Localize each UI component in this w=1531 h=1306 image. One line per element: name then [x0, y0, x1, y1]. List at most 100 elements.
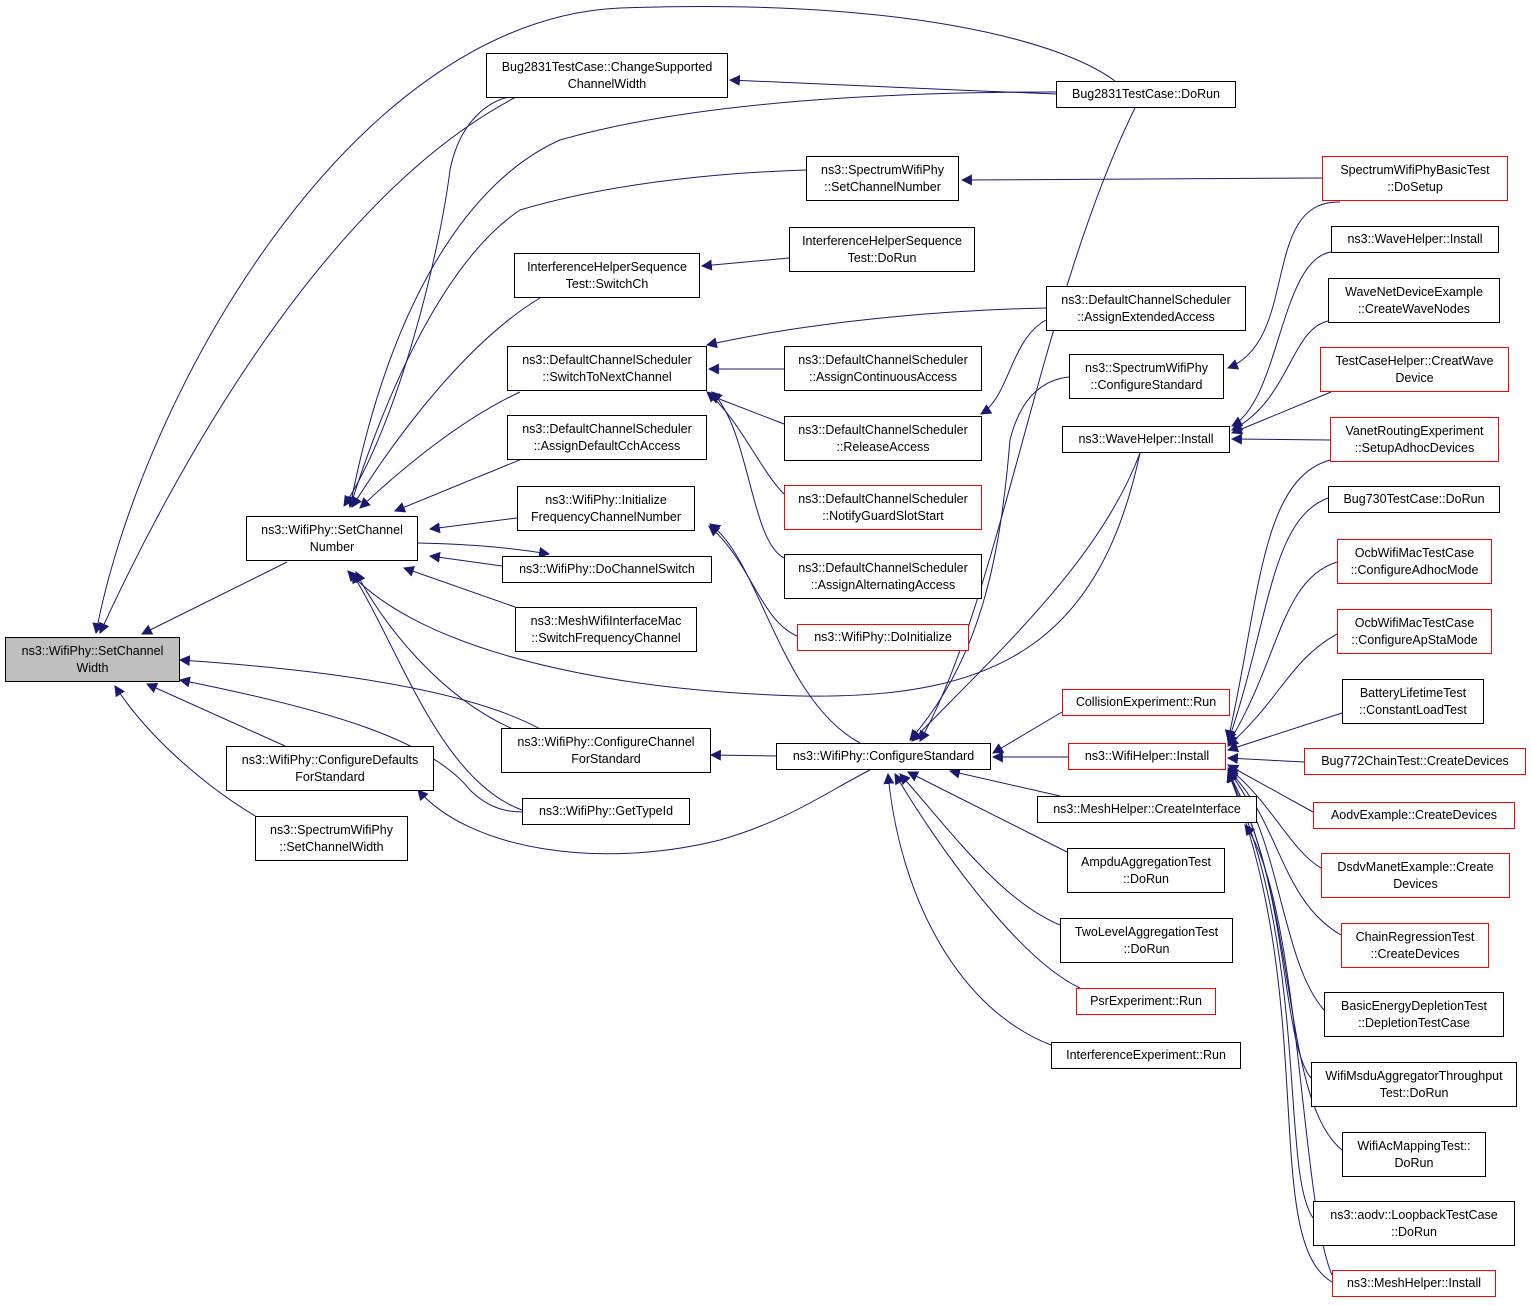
node-label-line: ns3::WifiPhy::GetTypeId — [538, 804, 674, 818]
node-label-line: ns3::DefaultChannelScheduler — [522, 352, 692, 367]
node-label-line: BasicEnergyDepletionTest — [1341, 998, 1487, 1013]
edge-ihswitch-to-setchnum — [351, 297, 541, 508]
edge-dochsw-to-setchnum — [428, 551, 503, 567]
node-bugdorun[interactable]: Bug2831TestCase::DoRun — [1056, 81, 1236, 108]
node-label-line: Bug772ChainTest::CreateDevices — [1321, 754, 1509, 768]
edge-wavenet-to-wavehelpinst — [1231, 320, 1329, 431]
edge-battery-to-wifihelpinst — [1226, 712, 1343, 753]
node-dcsext[interactable]: ns3::DefaultChannelScheduler::AssignExte… — [1046, 286, 1246, 331]
node-label-line: ns3::WifiPhy::SetChannel — [21, 643, 164, 658]
node-ocbapsta[interactable]: OcbWifiMacTestCase::ConfigureApStaMode — [1337, 609, 1492, 654]
node-label-line: ::SwitchToNextChannel — [542, 369, 672, 384]
node-acmap[interactable]: WifiAcMappingTest::DoRun — [1342, 1132, 1486, 1177]
node-label-line: VanetRoutingExperiment — [1345, 423, 1484, 438]
node-dcsnext[interactable]: ns3::DefaultChannelScheduler::SwitchToNe… — [507, 346, 707, 391]
node-collrun[interactable]: CollisionExperiment::Run — [1062, 689, 1230, 716]
edge-specsetcw-to-root — [114, 685, 263, 821]
edge-gettypeid-to-root — [178, 676, 523, 813]
node-battery[interactable]: BatteryLifetimeTest::ConstantLoadTest — [1342, 679, 1484, 724]
node-label-line: ns3::DefaultChannelScheduler — [798, 352, 968, 367]
node-wavenet[interactable]: WaveNetDeviceExample::CreateWaveNodes — [1328, 278, 1500, 323]
node-label-line: ::CreateDevices — [1370, 946, 1460, 961]
node-chainreg[interactable]: ChainRegressionTest::CreateDevices — [1341, 923, 1489, 968]
node-bug730[interactable]: Bug730TestCase::DoRun — [1328, 486, 1500, 513]
edge-psrrun-to-cfgstd — [894, 773, 1081, 989]
node-meshinst[interactable]: ns3::MeshHelper::Install — [1332, 1270, 1496, 1297]
node-ampdu[interactable]: AmpduAggregationTest::DoRun — [1067, 848, 1225, 893]
node-label-line: ::ConfigureApStaMode — [1351, 632, 1478, 647]
node-label-line: ns3::aodv::LoopbackTestCase — [1330, 1207, 1498, 1222]
node-gettypeid[interactable]: ns3::WifiPhy::GetTypeId — [522, 798, 690, 825]
node-dcsrel[interactable]: ns3::DefaultChannelScheduler::ReleaseAcc… — [784, 416, 982, 461]
node-label-line: ::ConstantLoadTest — [1359, 702, 1467, 717]
node-label-line: Devices — [1393, 876, 1438, 891]
node-vanet[interactable]: VanetRoutingExperiment::SetupAdhocDevice… — [1330, 417, 1499, 462]
edge-bugdorun-to-bugchange — [728, 74, 1057, 95]
node-aodvloop[interactable]: ns3::aodv::LoopbackTestCase::DoRun — [1313, 1201, 1515, 1246]
node-label-line: ::AssignDefaultCchAccess — [533, 438, 681, 453]
node-label-line: ::NotifyGuardSlotStart — [822, 508, 944, 523]
edge-aodvloop-to-wifihelpinst — [1227, 771, 1314, 1219]
node-wavehelpinst[interactable]: ns3::WaveHelper::Install — [1062, 426, 1230, 453]
node-interfrun[interactable]: InterferenceExperiment::Run — [1051, 1042, 1241, 1069]
node-label-line: OcbWifiMacTestCase — [1354, 545, 1475, 560]
node-dcsguard[interactable]: ns3::DefaultChannelScheduler::NotifyGuar… — [784, 485, 982, 530]
node-label-line: DoRun — [1394, 1155, 1434, 1170]
node-dcsalt[interactable]: ns3::DefaultChannelScheduler::AssignAlte… — [784, 554, 982, 599]
node-label-line: ::DoRun — [1123, 871, 1169, 886]
node-label-line: ns3::WifiPhy::ConfigureDefaults — [241, 752, 419, 767]
edge-cfgdefstd-to-root — [145, 683, 286, 747]
node-label-line: Bug2831TestCase::DoRun — [1071, 87, 1220, 101]
edge-bugdorun-to-cfgstd — [919, 107, 1136, 742]
node-psrrun[interactable]: PsrExperiment::Run — [1076, 988, 1216, 1015]
edge-bugdorun-to-root — [92, 6, 1116, 635]
node-specsetcw[interactable]: ns3::SpectrumWifiPhy::SetChannelWidth — [255, 816, 408, 861]
edge-meshsw-to-setchnum — [402, 566, 516, 608]
node-wavehelpinst2[interactable]: ns3::WaveHelper::Install — [1331, 226, 1499, 253]
node-twolevel[interactable]: TwoLevelAggregationTest::DoRun — [1060, 918, 1233, 963]
node-meshsw[interactable]: ns3::MeshWifiInterfaceMac::SwitchFrequen… — [515, 607, 697, 652]
node-label-line: ChainRegressionTest — [1355, 929, 1475, 944]
node-dcsdefcch[interactable]: ns3::DefaultChannelScheduler::AssignDefa… — [507, 415, 707, 460]
edge-specbasic-to-specsetcn — [960, 174, 1323, 186]
edge-specbasic-to-speccfgstd — [1226, 201, 1341, 370]
node-label-line: ns3::WifiPhy::DoChannelSwitch — [519, 562, 695, 576]
node-dochsw[interactable]: ns3::WifiPhy::DoChannelSwitch — [502, 556, 712, 583]
edge-bugchange-to-setchnum — [343, 96, 511, 507]
node-ocbadhoc[interactable]: OcbWifiMacTestCase::ConfigureAdhocMode — [1337, 539, 1492, 584]
node-aodvex[interactable]: AodvExample::CreateDevices — [1313, 802, 1515, 829]
node-basicenergy[interactable]: BasicEnergyDepletionTest::DepletionTestC… — [1324, 992, 1504, 1037]
node-cfgstd[interactable]: ns3::WifiPhy::ConfigureStandard — [776, 743, 991, 770]
edge-ocbadhoc-to-wifihelpinst — [1227, 561, 1338, 745]
edge-bugdorun-to-setchnum — [346, 91, 1057, 509]
node-label-line: ns3::SpectrumWifiPhy — [1085, 360, 1208, 375]
edge-bugchange-to-root — [99, 96, 517, 635]
node-label-line: ForStandard — [571, 751, 641, 766]
node-bug772[interactable]: Bug772ChainTest::CreateDevices — [1304, 748, 1526, 775]
node-wifihelpinst[interactable]: ns3::WifiHelper::Install — [1068, 743, 1226, 770]
node-dcscont[interactable]: ns3::DefaultChannelScheduler::AssignCont… — [784, 346, 982, 391]
node-doinit[interactable]: ns3::WifiPhy::DoInitialize — [797, 624, 969, 651]
node-speccfgstd[interactable]: ns3::SpectrumWifiPhy::ConfigureStandard — [1069, 354, 1224, 399]
node-label-line: ns3::WifiPhy::ConfigureStandard — [792, 749, 975, 763]
node-specsetcn[interactable]: ns3::SpectrumWifiPhy::SetChannelNumber — [806, 156, 959, 201]
node-label-line: TwoLevelAggregationTest — [1074, 924, 1219, 939]
edge-twolevel-to-cfgstd — [899, 773, 1061, 926]
node-specbasic[interactable]: SpectrumWifiPhyBasicTest::DoSetup — [1322, 156, 1508, 201]
edge-dcsext-to-dcsnext — [705, 307, 1047, 349]
node-meshcreateif[interactable]: ns3::MeshHelper::CreateInterface — [1037, 796, 1257, 823]
node-label-line: ns3::WaveHelper::Install — [1078, 432, 1214, 446]
node-label-line: CollisionExperiment::Run — [1075, 695, 1217, 709]
